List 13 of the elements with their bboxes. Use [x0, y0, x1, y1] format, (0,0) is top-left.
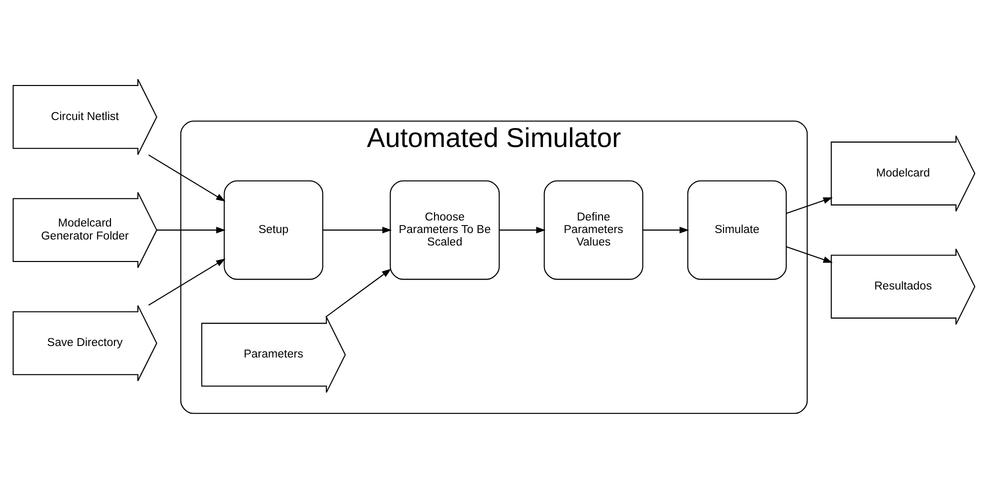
arrow: [499, 226, 546, 234]
arrow: [324, 268, 391, 318]
arrow: [148, 154, 226, 202]
arrow: [156, 226, 226, 234]
arrow: [642, 226, 689, 234]
arrow: [148, 258, 226, 306]
arrow: [786, 197, 832, 214]
node-box: Choose Parameters To Be Scaled: [389, 180, 500, 280]
node-box: Setup: [223, 180, 323, 280]
arrow: [322, 226, 392, 234]
node-box: Define Parameters Values: [543, 180, 643, 280]
arrow: [786, 246, 832, 263]
node-box: Simulate: [686, 180, 786, 280]
